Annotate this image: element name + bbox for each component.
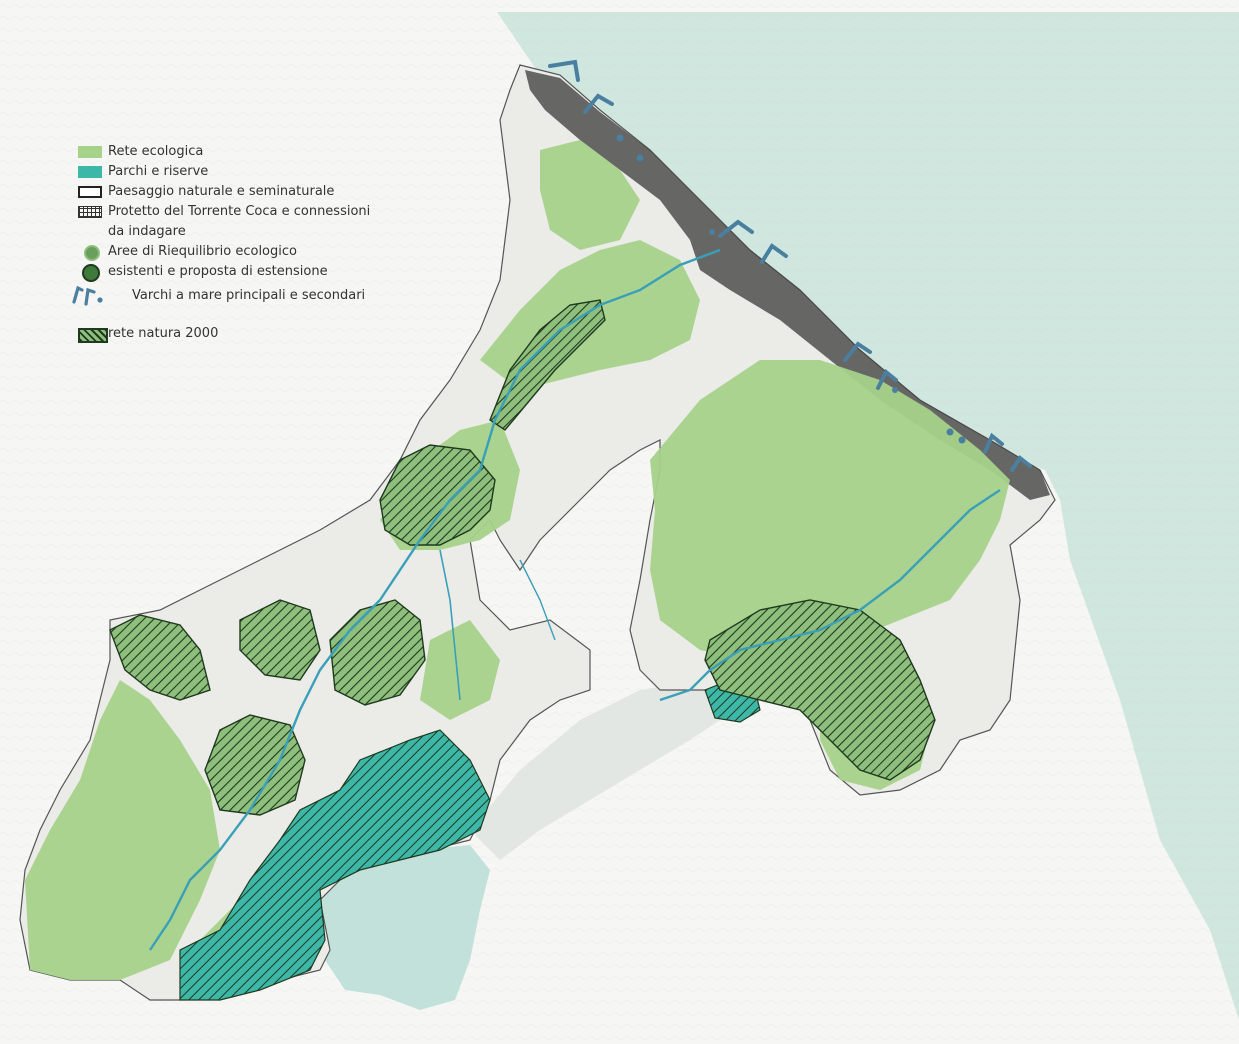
legend-label: Protetto del Torrente Coca e connessioni xyxy=(108,204,371,219)
legend-item-esistenti: esistenti e proposta di estensione xyxy=(76,262,406,282)
legend-label: rete natura 2000 xyxy=(108,326,219,341)
natura2000-swatch xyxy=(78,328,108,343)
varchi-dots-layer xyxy=(616,134,966,444)
legend-item-varchi: Varchi a mare principali e secondari xyxy=(72,284,406,308)
esistenti-swatch xyxy=(82,264,100,282)
legend-item-parchi-riserve: Parchi e riserve xyxy=(76,162,406,182)
parchi-riserve-area xyxy=(179,729,491,1001)
legend-item-rete-ecologica: Rete ecologica xyxy=(76,142,406,162)
legend-label: Varchi a mare principali e secondari xyxy=(132,288,366,303)
rivers-layer xyxy=(149,248,1001,951)
parchi-riserve-swatch xyxy=(78,166,102,178)
rete-ecologica-swatch xyxy=(78,146,102,158)
varchi-icon xyxy=(72,285,103,306)
legend-item-torrente-coca: Protetto del Torrente Coca e connessioni xyxy=(76,202,406,222)
legend-label: Aree di Riequilibrio ecologico xyxy=(108,244,297,259)
aree-riequilibrio-swatch xyxy=(84,245,100,261)
legend-label: da indagare xyxy=(108,224,186,239)
urban-coastal-strip xyxy=(525,70,1050,500)
map-legend: Rete ecologica Parchi e riserve Paesaggi… xyxy=(72,142,406,344)
varchi-markers-layer xyxy=(548,59,1032,472)
parchi-extension-area xyxy=(320,845,490,1010)
paesaggio-swatch xyxy=(78,186,102,198)
legend-item-aree-riequilibrio: Aree di Riequilibrio ecologico xyxy=(76,242,406,262)
legend-label: esistenti e proposta di estensione xyxy=(108,264,328,279)
legend-label: Paesaggio naturale e seminaturale xyxy=(108,184,335,199)
legend-label: Parchi e riserve xyxy=(108,164,209,179)
legend-item-natura2000: rete natura 2000 xyxy=(76,324,406,344)
valley-corridor xyxy=(470,680,720,860)
legend-item-paesaggio: Paesaggio naturale e seminaturale xyxy=(76,182,406,202)
legend-item-torrente-coca-cont: da indagare xyxy=(76,222,406,242)
legend-label: Rete ecologica xyxy=(108,144,204,159)
torrente-coca-swatch xyxy=(78,206,102,218)
